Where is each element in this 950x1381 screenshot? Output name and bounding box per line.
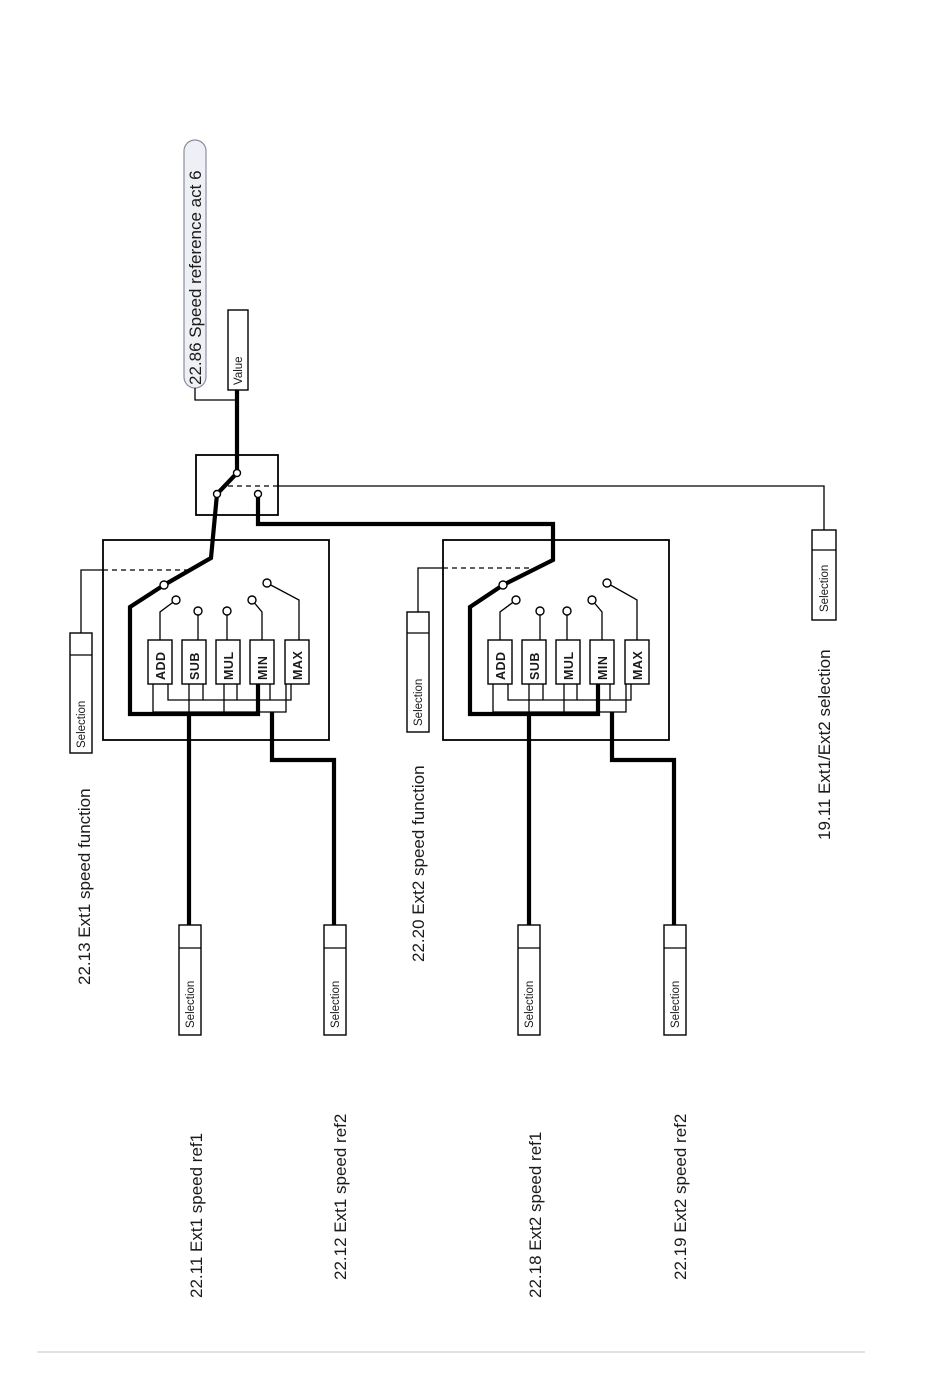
ext1-function-selection-label: Selection xyxy=(76,701,88,748)
ext1-min-label: MIN xyxy=(256,656,270,680)
ext2-add-box xyxy=(487,639,513,685)
ext-selection-box xyxy=(811,529,837,621)
ext-selection-box-label: Selection xyxy=(819,565,831,612)
ext2-max-box xyxy=(624,639,650,685)
ext2-ref1-label: 22.18 Ext2 speed ref1 xyxy=(526,1132,545,1298)
ext1-ref1-selection-box xyxy=(178,924,202,1036)
ext1-add-label: ADD xyxy=(154,651,168,680)
ext1-ref2-selection-label: Selection xyxy=(330,981,342,1028)
ext2-ref1-selection-label: Selection xyxy=(524,981,536,1028)
ext1-ref2-selection-box xyxy=(323,924,347,1036)
ext2-sub-box xyxy=(521,639,547,685)
ext2-ref2-selection-box xyxy=(663,924,687,1036)
ext1-mul-label: MUL xyxy=(222,651,236,680)
value-box-label: Value xyxy=(233,356,245,385)
ext1-sub-box xyxy=(181,639,207,685)
ext1-max-label: MAX xyxy=(291,651,305,680)
ext1-function-boxes: ADD SUB MUL MIN MAX xyxy=(147,639,310,685)
ext2-mul-label: MUL xyxy=(562,651,576,680)
ext1-function-label: 22.13 Ext1 speed function xyxy=(75,788,94,985)
ext1-mul-box xyxy=(215,639,241,685)
ext1-ref1-selection-label: Selection xyxy=(185,981,197,1028)
ext2-max-label: MAX xyxy=(631,651,645,680)
ext1-min-box xyxy=(249,639,275,685)
ext2-ref2-label: 22.19 Ext2 speed ref2 xyxy=(671,1114,690,1280)
ext-selection-label: 19.11 Ext1/Ext2 selection xyxy=(815,649,834,840)
ext2-ref1-selection-box xyxy=(517,924,541,1036)
ext2-add-label: ADD xyxy=(494,651,508,680)
ext2-function-boxes: ADD SUB MUL MIN MAX xyxy=(487,639,650,685)
ext1-max-box xyxy=(284,639,310,685)
ext2-sub-label: SUB xyxy=(528,652,542,680)
ext1-ref2-label: 22.12 Ext1 speed ref2 xyxy=(331,1114,350,1280)
ext2-ref2-selection-label: Selection xyxy=(670,981,682,1028)
ext2-function-selection-label: Selection xyxy=(413,679,425,726)
ext2-min-label: MIN xyxy=(596,656,610,680)
ext1-function-selection-box xyxy=(69,632,93,754)
ext2-function-label: 22.20 Ext2 speed function xyxy=(409,765,428,962)
speed-reference-act6-label: 22.86 Speed reference act 6 xyxy=(186,170,205,385)
ext2-function-block xyxy=(442,539,670,741)
ext1-sub-label: SUB xyxy=(188,652,202,680)
ext2-mul-box xyxy=(555,639,581,685)
ext1-ref1-label: 22.11 Ext1 speed ref1 xyxy=(187,1133,206,1298)
ext2-function-selection-box xyxy=(406,611,430,733)
ext2-min-box xyxy=(589,639,615,685)
ext1-function-block xyxy=(102,539,330,741)
